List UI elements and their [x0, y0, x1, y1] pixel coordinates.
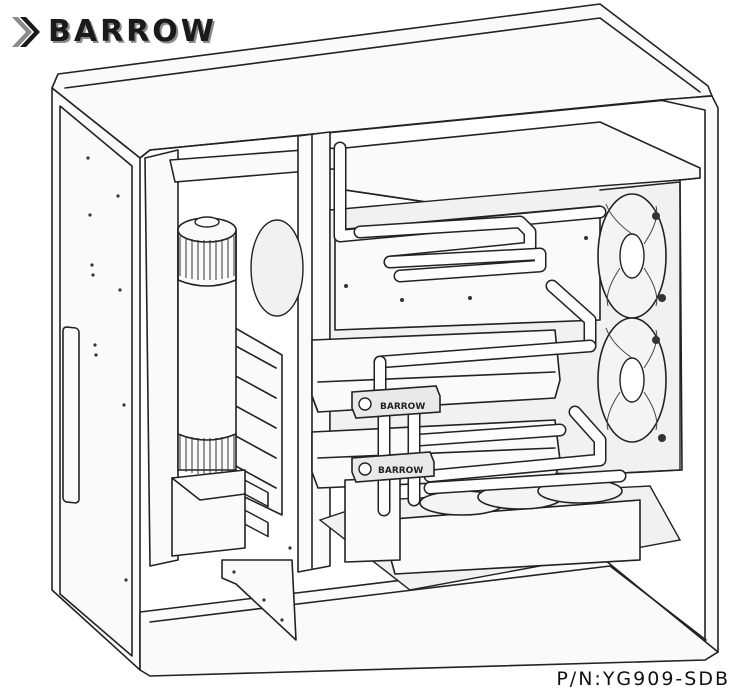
- brand-name: BARROW: [48, 14, 217, 49]
- case-top-inner-edge: [64, 17, 701, 93]
- rear-fan-bracket: [599, 181, 683, 475]
- gpu-upper-bracket: [311, 371, 556, 413]
- rear-bracket-holes: [232, 546, 292, 622]
- case-front-frame-inner: [59, 105, 133, 657]
- divider-cutout: [250, 219, 304, 317]
- brand-logo: BARROW: [10, 14, 217, 49]
- gpu-lower-bracket: [317, 447, 556, 459]
- bottom-block: [344, 477, 401, 563]
- rear-fan-lower: [597, 317, 667, 443]
- part-number: P/N:YG909-SDB: [556, 668, 730, 690]
- tubing: [333, 141, 627, 517]
- chevron-arrow-icon: [12, 16, 40, 47]
- rear-slot-bracket: [221, 559, 297, 641]
- gpu-splitter-lower: BARROW: [351, 451, 435, 483]
- reservoir: [177, 216, 237, 474]
- case-bottom-inner: [149, 565, 707, 641]
- pump-housing-top: [171, 477, 246, 501]
- splitter-upper-logo: BARROW: [380, 402, 425, 412]
- splitter-lower-logo: BARROW: [378, 466, 423, 476]
- front-screw-holes: [86, 156, 128, 582]
- gpu-splitter-upper: BARROW: [351, 385, 441, 419]
- pump-housing: [171, 469, 246, 557]
- rear-fan-upper: [597, 193, 667, 319]
- bottom-fans: [419, 478, 623, 516]
- inner-bezel: [144, 149, 179, 567]
- front-io-slot: [62, 326, 80, 504]
